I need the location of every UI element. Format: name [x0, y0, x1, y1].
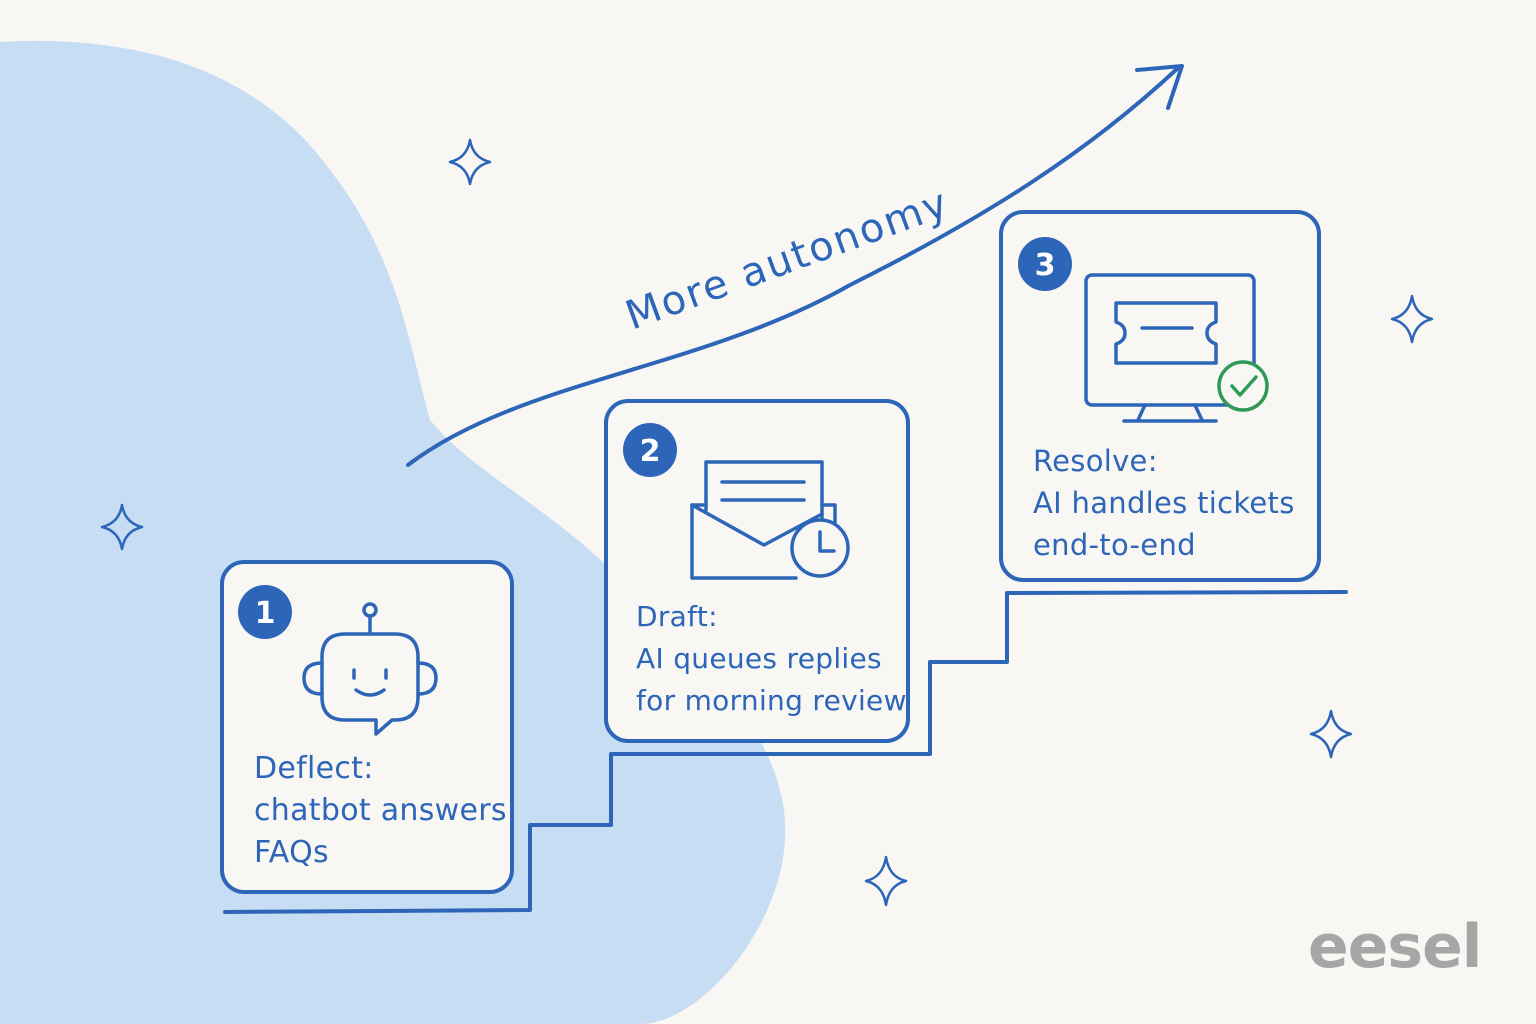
svg-text:2: 2 [640, 434, 661, 469]
step-1-line-2: FAQs [254, 835, 329, 870]
step-2-title: Draft: [636, 600, 718, 633]
step-1-title: Deflect: [254, 751, 374, 786]
check-circle-icon [1217, 360, 1269, 412]
autonomy-arrow [406, 66, 1180, 467]
sparkle-icon [100, 503, 144, 551]
envelope-clock-icon [690, 460, 850, 580]
step-card-3 [999, 210, 1321, 582]
step-2-line-1: AI queues replies [636, 642, 882, 675]
brand-logo: eesel [1308, 912, 1482, 982]
sparkle-icon [1309, 709, 1353, 759]
step-card-2 [604, 399, 910, 743]
step-2-line-2: for morning review [636, 684, 907, 717]
step-card-1 [220, 560, 514, 894]
monitor-ticket-check-icon [1084, 273, 1256, 423]
step-badge-3: 3 [1018, 237, 1072, 291]
step-1-line-1: chatbot answers [254, 793, 507, 828]
step-3-text: Resolve: AI handles tickets end-to-end [1033, 440, 1295, 566]
step-3-title: Resolve: [1033, 444, 1158, 478]
sparkle-icon [448, 138, 492, 186]
step-1-text: Deflect: chatbot answers FAQs [254, 748, 507, 874]
arrow-head [1135, 64, 1184, 110]
sparkle-icon [864, 855, 908, 907]
step-3-line-1: AI handles tickets [1033, 486, 1295, 520]
step-badge-1: 1 [238, 585, 292, 639]
staircase-steps [223, 590, 1348, 914]
sparkle-icon [1390, 294, 1434, 344]
svg-text:3: 3 [1035, 248, 1056, 283]
svg-text:1: 1 [255, 596, 276, 631]
step-badge-2: 2 [623, 423, 677, 477]
robot-chatbot-icon [302, 602, 438, 736]
background-blob [0, 40, 786, 1024]
step-3-line-2: end-to-end [1033, 528, 1196, 562]
step-2-text: Draft: AI queues replies for morning rev… [636, 596, 907, 722]
